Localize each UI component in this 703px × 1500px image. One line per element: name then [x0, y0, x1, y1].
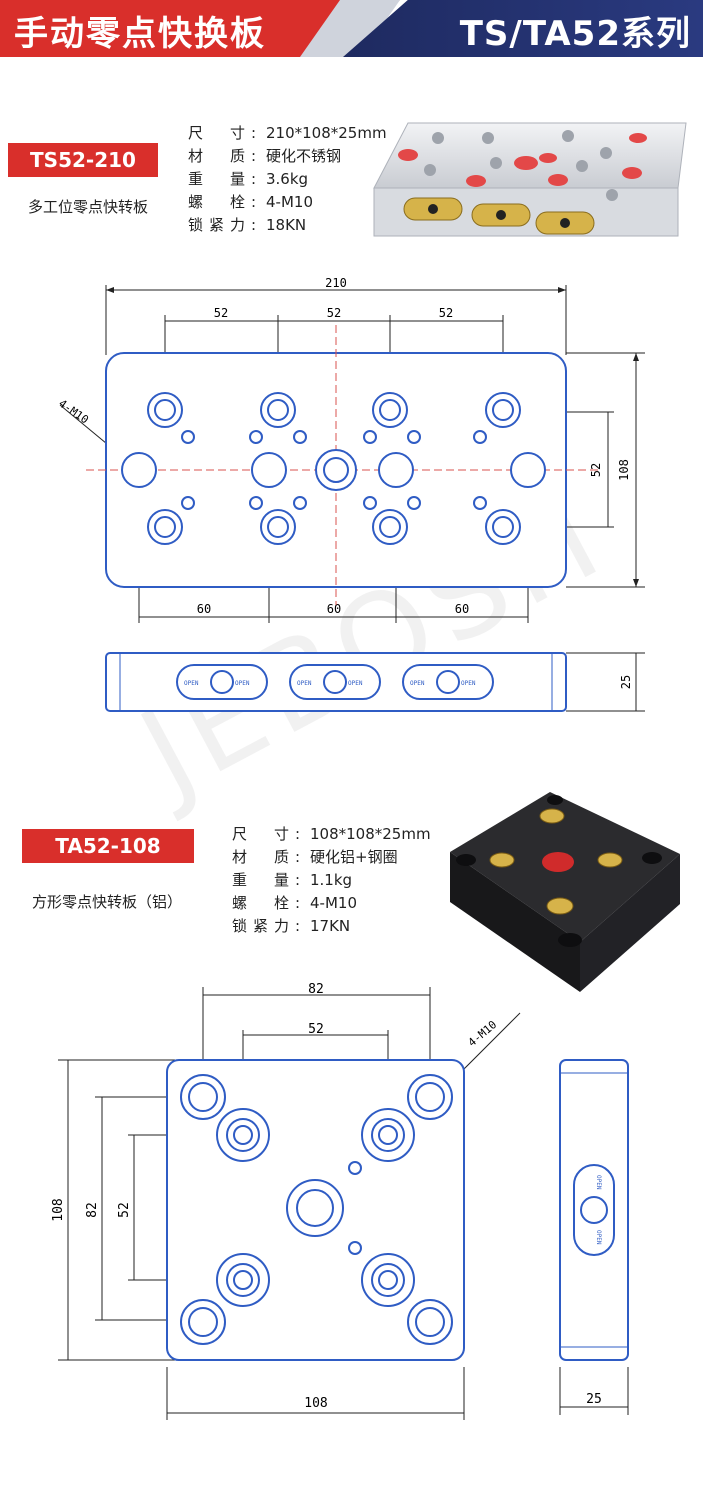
product1-specs: 尺 寸:210*108*25mm 材 质:硬化不锈钢 重 量:3.6kg 螺 栓… [188, 122, 387, 237]
product2-photo [450, 792, 680, 992]
dim-pitch-top: 52 [327, 306, 341, 320]
dim-pitch-bottom: 60 [455, 602, 469, 616]
series-title: TS/TA52系列 [459, 14, 691, 54]
spec-row: 重 量:3.6kg [188, 170, 309, 188]
dim-thickness: 25 [586, 1392, 602, 1407]
open-label: OPEN [235, 680, 250, 687]
dim-height: 108 [617, 459, 631, 481]
dim-pitch-outer-v: 82 [85, 1202, 100, 1218]
open-label: OPEN [297, 680, 312, 687]
spec-row: 尺 寸:210*108*25mm [188, 124, 387, 142]
open-label: OPEN [348, 680, 363, 687]
open-label: OPEN [184, 680, 199, 687]
bolt-label: 4-M10 [56, 397, 91, 427]
dim-pitch-outer: 82 [308, 982, 324, 997]
dim-pitch-top: 52 [214, 306, 228, 320]
product1-photo [373, 122, 687, 237]
bolt-label: 4-M10 [466, 1018, 500, 1049]
spec-row: 重 量:1.1kg [232, 871, 353, 889]
dim-pitch-inner: 52 [308, 1022, 324, 1037]
banner-blue-block [343, 0, 703, 57]
spec-row: 尺 寸:108*108*25mm [232, 825, 431, 843]
page-title: 手动零点快换板 [14, 14, 266, 54]
product2-subtitle: 方形零点快转板（铝） [32, 893, 183, 911]
dim-pitch-bottom: 60 [197, 602, 211, 616]
spec-row: 锁紧力:18KN [188, 216, 307, 234]
open-label: OPEN [461, 680, 476, 687]
dim-pitch-bottom: 60 [327, 602, 341, 616]
product1-drawing: 210 52 52 52 108 52 60 60 60 4-M10 OPEN … [56, 276, 645, 712]
dim-thickness: 25 [619, 675, 633, 689]
open-label: OPEN [595, 1175, 602, 1190]
model-tag-ts52-210: TS52-210 [8, 143, 158, 177]
spec-row: 材 质:硬化不锈钢 [188, 147, 342, 165]
header-banner: 手动零点快换板 TS/TA52系列 [0, 0, 703, 57]
dim-pitch-inner-v: 52 [117, 1202, 132, 1218]
dim-width: 108 [304, 1396, 327, 1411]
spec-row: 螺 栓:4-M10 [232, 894, 357, 912]
product2-drawing: 82 52 108 82 52 108 25 4-M10 OPEN OPEN [51, 982, 629, 1420]
model-tag-ta52-108: TA52-108 [22, 829, 194, 863]
open-label: OPEN [595, 1230, 602, 1245]
product2-specs: 尺 寸:108*108*25mm 材 质:硬化铝+钢圈 重 量:1.1kg 螺 … [232, 823, 431, 938]
product1-subtitle: 多工位零点快转板 [28, 198, 149, 216]
spec-row: 螺 栓:4-M10 [188, 193, 313, 211]
dim-width: 210 [325, 276, 347, 290]
spec-row: 锁紧力:17KN [232, 917, 351, 935]
dim-height: 108 [51, 1198, 66, 1221]
spec-row: 材 质:硬化铝+钢圈 [232, 848, 398, 866]
open-label: OPEN [410, 680, 425, 687]
dim-pitch-top: 52 [439, 306, 453, 320]
